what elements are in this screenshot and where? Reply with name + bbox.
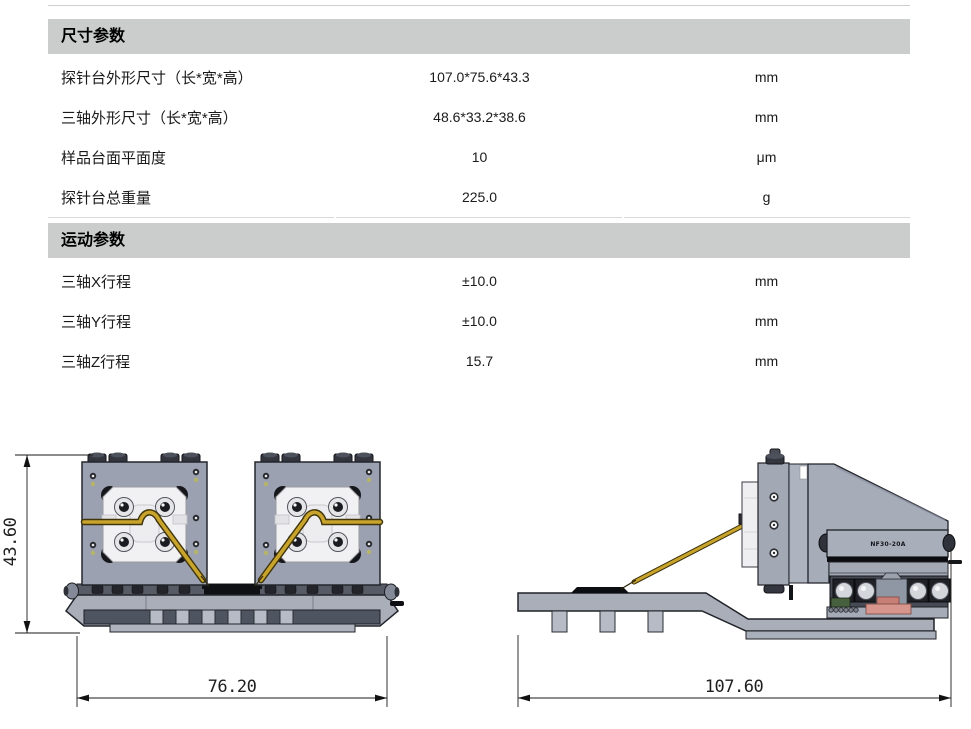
stage-spheres — [835, 582, 949, 600]
spec-row: 三轴外形尺寸（长*宽*高） 48.6*33.2*38.6 mm — [48, 97, 910, 137]
side-length-dimension: 107.60 — [517, 548, 952, 707]
spec-value: 48.6*33.2*38.6 — [433, 109, 526, 125]
spec-value: 225.0 — [461, 189, 498, 205]
inner-plate — [788, 463, 809, 584]
spec-label: 三轴Z行程 — [61, 353, 131, 371]
pink-block — [865, 596, 912, 615]
base-posts — [149, 609, 294, 626]
spec-label: 三轴X行程 — [61, 273, 132, 291]
spec-row: 三轴Z行程 15.7 mm — [48, 341, 910, 381]
spec-label: 三轴外形尺寸（长*宽*高） — [61, 109, 238, 127]
base-rim — [745, 630, 937, 640]
spec-label: 样品台面平面度 — [61, 149, 167, 167]
base-legs — [551, 610, 664, 633]
spec-label: 三轴Y行程 — [61, 313, 132, 331]
spec-value: ±10.0 — [462, 273, 497, 289]
top-bolt — [765, 448, 785, 465]
spec-unit: mm — [754, 273, 779, 289]
section-divider — [48, 217, 910, 218]
spec-unit: g — [762, 189, 771, 205]
xyz-stage: NF30-20A — [818, 529, 962, 619]
side-view: NF30-20A — [517, 448, 962, 707]
spec-value: 15.7 — [465, 353, 494, 369]
vertical-slab — [757, 462, 790, 586]
front-height-dimension: 43.60 — [1, 454, 93, 634]
probe-arm-left — [80, 509, 210, 587]
spec-unit: mm — [754, 109, 779, 125]
base-plate-front — [64, 594, 400, 633]
green-connector — [830, 597, 851, 608]
spec-label: 探针台外形尺寸（长*宽*高） — [61, 69, 253, 87]
clamp-bolts — [91, 585, 364, 594]
spec-unit: mm — [754, 69, 779, 85]
spec-row: 三轴Y行程 ±10.0 mm — [48, 301, 910, 341]
spec-value: ±10.0 — [462, 313, 497, 329]
spec-row: 探针台总重量 225.0 g — [48, 177, 910, 217]
section-header-motion: 运动参数 — [48, 223, 910, 258]
stage-knob-right — [942, 534, 956, 552]
spec-row: 样品台面平面度 10 μm — [48, 137, 910, 177]
probe-needle — [200, 575, 210, 587]
spec-table: 尺寸参数 探针台外形尺寸（长*宽*高） 107.0*75.6*43.3 mm 三… — [48, 5, 910, 381]
dimension-rows: 探针台外形尺寸（长*宽*高） 107.0*75.6*43.3 mm 三轴外形尺寸… — [48, 57, 910, 217]
front-view: 43.60 76.20 — [1, 451, 404, 707]
spec-unit: mm — [754, 313, 779, 329]
sample-pad — [571, 587, 629, 593]
probe-needle — [620, 579, 637, 590]
base-rim — [109, 623, 356, 633]
under-pin — [789, 585, 793, 600]
coil-detail — [828, 607, 859, 613]
side-pin — [390, 601, 404, 606]
height-dim-value: 43.60 — [1, 517, 21, 566]
spec-value: 10 — [471, 149, 488, 165]
table-top-border — [48, 5, 910, 6]
technical-drawings: 43.60 76.20 — [1, 448, 962, 707]
spec-row: 探针台外形尺寸（长*宽*高） 107.0*75.6*43.3 mm — [48, 57, 910, 97]
under-bolt — [763, 584, 785, 594]
spec-label: 探针台总重量 — [61, 189, 152, 207]
spec-unit: mm — [754, 353, 779, 369]
sample-stage-front — [204, 584, 260, 596]
motion-rows: 三轴X行程 ±10.0 mm 三轴Y行程 ±10.0 mm 三轴Z行程 15.7… — [48, 261, 910, 381]
stage-pin — [948, 560, 962, 564]
spec-unit: μm — [756, 149, 777, 165]
probe-arm-side — [620, 513, 751, 590]
base-plate-side — [517, 592, 937, 640]
front-width-dimension: 76.20 — [76, 636, 388, 707]
side-knob-right — [384, 583, 404, 606]
probe-needle — [254, 575, 264, 587]
spec-row: 三轴X行程 ±10.0 mm — [48, 261, 910, 301]
stage-model-label: NF30-20A — [870, 541, 905, 548]
section-header-dimensions: 尺寸参数 — [48, 19, 910, 54]
spec-value: 107.0*75.6*43.3 — [429, 69, 530, 85]
width-dim-value: 76.20 — [208, 677, 257, 697]
side-knob-left — [63, 582, 79, 600]
mount-plate — [741, 481, 760, 568]
probe-arm-right — [254, 509, 384, 587]
length-dim-value: 107.60 — [705, 677, 764, 697]
